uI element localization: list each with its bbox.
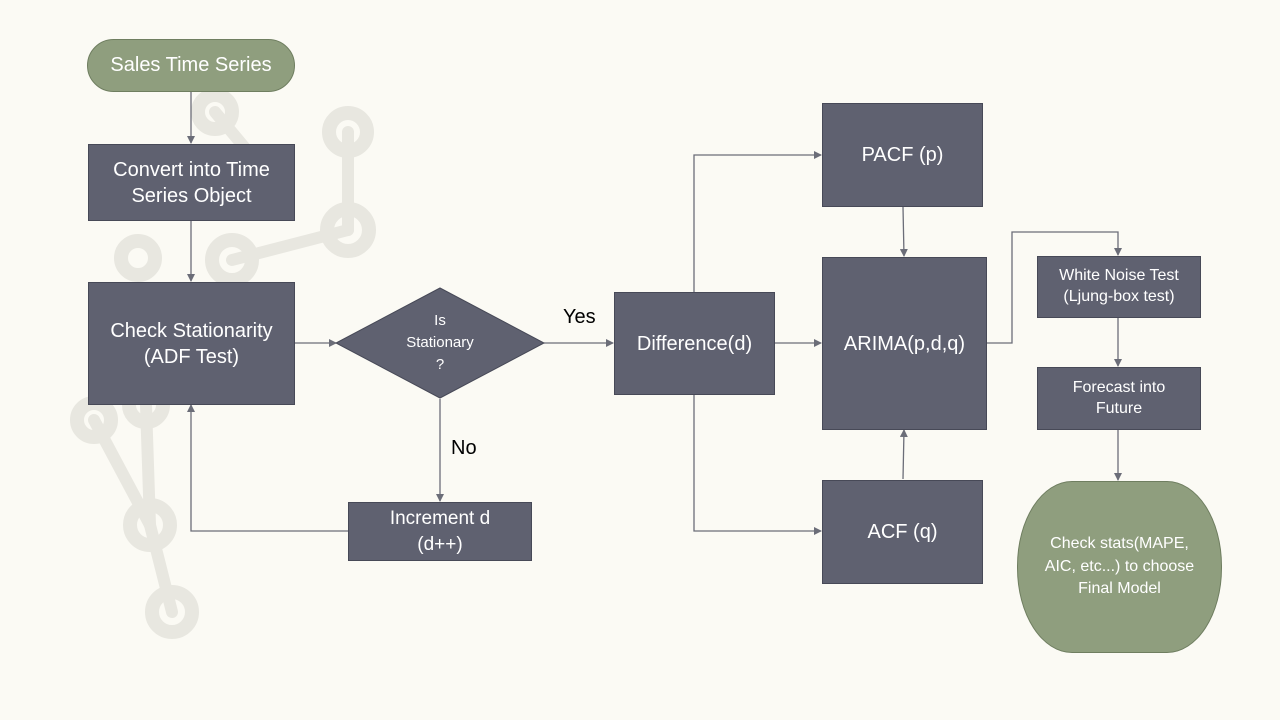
edge-pacf-to-arima <box>899 206 908 257</box>
node-difference: Difference(d) <box>614 292 775 395</box>
node-convert-time-series: Convert into Time Series Object <box>88 144 295 221</box>
node-acf: ACF (q) <box>822 480 983 584</box>
node-pacf: PACF (p) <box>822 103 983 207</box>
edge-label-yes: Yes <box>563 306 596 328</box>
edge-arima-to-white-noise <box>987 231 1122 344</box>
node-white-noise-test: White Noise Test (Ljung-box test) <box>1037 256 1201 318</box>
edge-increment-to-check <box>187 404 348 532</box>
edge-difference-to-acf <box>693 395 822 535</box>
node-check-stationarity: Check Stationarity (ADF Test) <box>88 282 295 405</box>
node-sales-time-series: Sales Time Series <box>87 39 295 92</box>
decision-diamond <box>334 287 546 399</box>
node-increment-d: Increment d (d++) <box>348 502 532 561</box>
edge-acf-to-arima <box>899 429 908 480</box>
node-arima: ARIMA(p,d,q) <box>822 257 987 430</box>
edge-difference-to-pacf <box>693 151 822 292</box>
edge-label-no: No <box>451 437 477 459</box>
decision-label: Is Stationary ? <box>406 312 474 373</box>
node-forecast: Forecast into Future <box>1037 367 1201 430</box>
node-final-model: Check stats(MAPE, AIC, etc...) to choose… <box>1017 481 1222 653</box>
